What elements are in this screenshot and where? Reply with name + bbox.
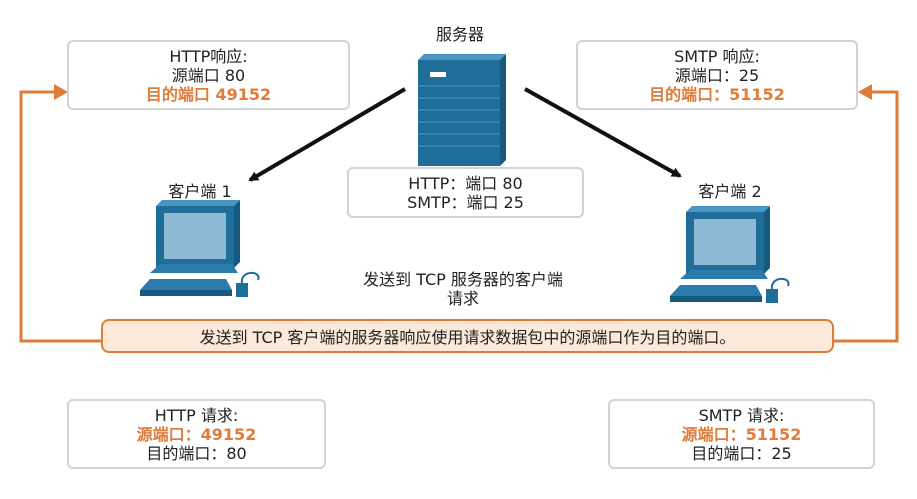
smtp-response-source-port: 源端口：25 [674,65,760,85]
response-path-left [19,84,101,343]
server-label: 服务器 [435,25,484,44]
response-path-right [834,84,899,343]
client-request-caption: 发送到 TCP 服务器的客户端 请求 [323,270,603,308]
smtp-request-box: SMTP 请求: 源端口：51152 目的端口：25 [608,399,875,469]
response-rule-banner-text: 发送到 TCP 客户端的服务器响应使用请求数据包中的源端口作为目的端口。 [199,328,736,347]
client1-label: 客户端 1 [168,182,232,201]
client-request-caption-line2: 请求 [446,289,479,308]
server-icon [418,54,506,166]
smtp-response-dest-port: 目的端口：51152 [649,84,785,104]
server-port-smtp: SMTP：端口 25 [407,192,524,212]
smtp-request-source-port: 源端口：51152 [681,424,802,444]
smtp-response-box: SMTP 响应: 源端口：25 目的端口：51152 [576,40,858,110]
http-request-source-port: 源端口：49152 [136,424,257,444]
http-response-box: HTTP响应: 源端口 80 目的端口 49152 [67,40,350,110]
server-ports-box: HTTP：端口 80 SMTP：端口 25 [347,167,584,218]
client-request-caption-line1: 发送到 TCP 服务器的客户端 [363,270,563,289]
http-request-box: HTTP 请求: 源端口：49152 目的端口：80 [67,399,326,469]
arrow-server-to-client2 [524,87,682,178]
smtp-request-dest-port: 目的端口：25 [691,443,792,463]
client2-label: 客户端 2 [698,182,762,201]
orange-arrow-head-left [54,84,68,100]
response-rule-banner: 发送到 TCP 客户端的服务器响应使用请求数据包中的源端口作为目的端口。 [101,319,834,353]
http-response-source-port: 源端口 80 [171,65,246,85]
http-request-title: HTTP 请求: [154,405,239,425]
arrow-server-to-client1 [248,87,407,182]
http-response-dest-port: 目的端口 49152 [145,84,272,104]
client1-computer-icon [140,200,260,297]
http-request-dest-port: 目的端口：80 [146,443,247,463]
smtp-request-title: SMTP 请求: [698,405,785,425]
client2-computer-icon [670,206,790,303]
smtp-response-title: SMTP 响应: [674,46,760,66]
http-response-title: HTTP响应: [169,46,248,66]
server-port-http: HTTP：端口 80 [408,173,523,193]
orange-arrow-head-right [858,84,872,100]
